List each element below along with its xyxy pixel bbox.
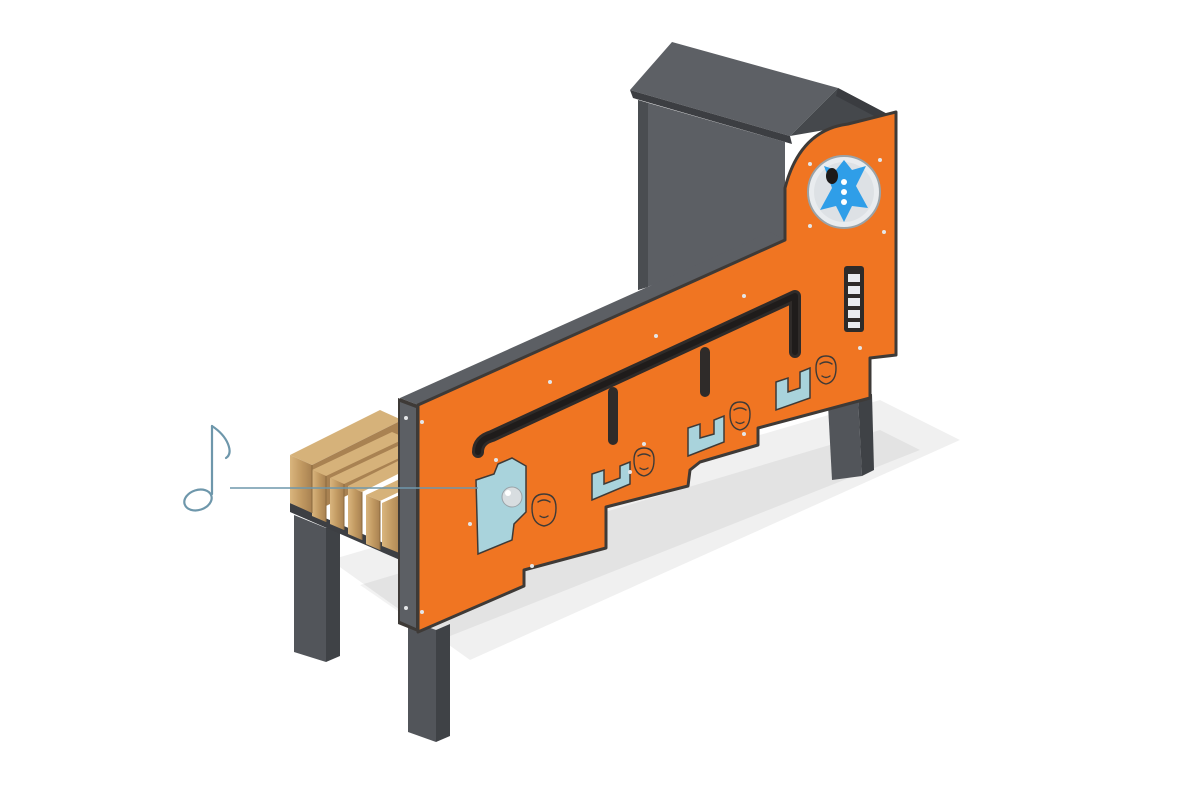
- level-slider[interactable]: [844, 266, 864, 332]
- marble-ball: [501, 486, 523, 508]
- wooden-seat-slats: [290, 410, 416, 554]
- marble-track-slot: [472, 290, 801, 458]
- bench-back-legs: [294, 394, 874, 662]
- front-panel-edge: [398, 398, 418, 632]
- screws: [404, 158, 886, 614]
- music-note-icon: [183, 424, 231, 512]
- face-engravings: [531, 355, 837, 527]
- front-legs: [408, 620, 450, 742]
- blue-inserts: [475, 366, 811, 556]
- spinner-disc[interactable]: [807, 155, 881, 229]
